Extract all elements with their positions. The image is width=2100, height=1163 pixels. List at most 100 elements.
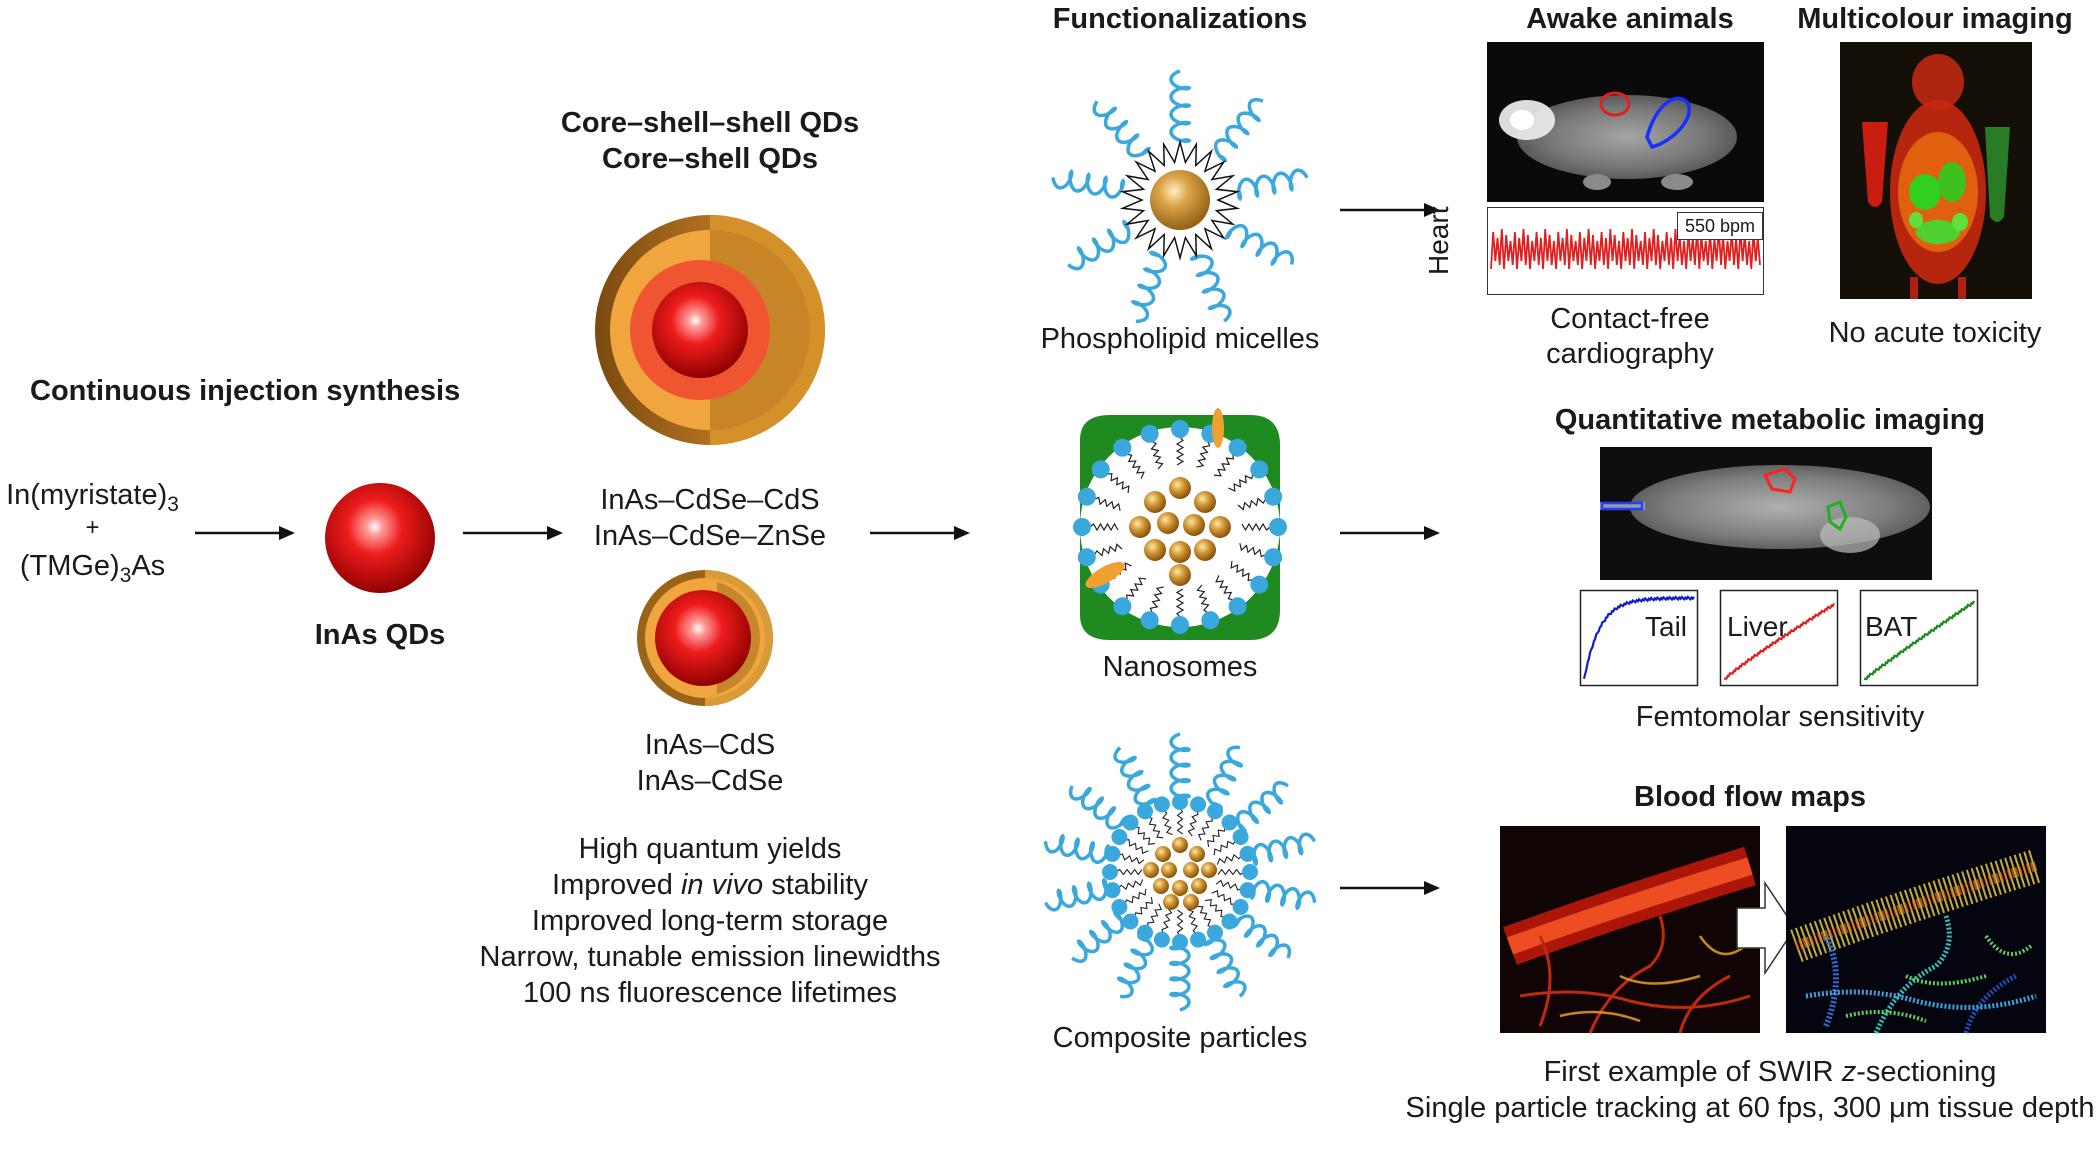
qd-core (1169, 477, 1191, 499)
core-shell-header: Core–shell QDs (602, 143, 818, 175)
lipid-head (1221, 814, 1238, 831)
qd-core (1172, 880, 1188, 896)
lipid-head (1171, 616, 1189, 634)
qd-core (1183, 862, 1199, 878)
core-shell-shell-header: Core–shell–shell QDs (560, 107, 860, 139)
lipid-head (1239, 845, 1256, 862)
micelles-label: Phospholipid micelles (1040, 323, 1320, 355)
qd-core (1183, 894, 1199, 910)
lipid-tail (1147, 903, 1163, 928)
lipid-head (1232, 899, 1249, 915)
peg-coil (1130, 250, 1168, 323)
nanosome-illustration (1073, 408, 1287, 640)
lipid-tail (1207, 826, 1226, 847)
peg-coil (1051, 168, 1126, 199)
curve-frame (1579, 589, 1699, 687)
lipid-head (1228, 597, 1247, 616)
lipid-tail (1150, 440, 1164, 470)
lipid-tail (1196, 905, 1213, 928)
lipid-head (1242, 864, 1258, 880)
lipid-tail (1196, 584, 1210, 614)
lipid-tail (1118, 853, 1145, 865)
lipid-head (1264, 548, 1283, 567)
qd-core (1189, 846, 1205, 862)
lipid-head (1113, 438, 1132, 457)
qd-core (1194, 491, 1216, 513)
qd-core (1169, 564, 1191, 586)
css-composition-1: InAs–CdSe–CdS (600, 484, 820, 516)
plus-sign: + (85, 514, 100, 541)
cs-composition-1: InAs–CdS (644, 729, 776, 761)
vasculature-image (1500, 826, 1760, 1034)
property-storage: Improved long-term storage (531, 905, 889, 937)
lipid-head (1201, 611, 1220, 630)
core-shell-qd-illustration (637, 570, 773, 706)
lipid-head (1091, 460, 1110, 479)
peg-coil (1231, 914, 1292, 959)
arrow-qd-to-shells (463, 526, 563, 540)
peg-coil (1205, 745, 1244, 810)
peg-coil (1236, 168, 1309, 202)
arrow-shells-to-functionalizations (870, 526, 970, 540)
peg-coil (1169, 69, 1192, 143)
property-stability: Improved in vivo stability (552, 869, 868, 901)
heartbeat-line (1490, 228, 1761, 270)
lipid-tail (1147, 816, 1164, 839)
peg-coil (1189, 253, 1232, 323)
qd-core (1144, 539, 1166, 561)
curve-label-tail: Tail (1645, 611, 1688, 642)
peg-coil (1169, 732, 1192, 799)
lipid-tail (1187, 810, 1199, 837)
lipid-head (1077, 548, 1096, 567)
lipid-tail (1149, 586, 1164, 613)
reagent-indium-myristate: In(myristate)3 (6, 479, 179, 517)
flow-map-image (1786, 826, 2046, 1034)
nanosome-interior (1080, 427, 1280, 627)
lipid-tail (1175, 436, 1185, 466)
multicolour-mouse-image (1840, 42, 2032, 299)
qd-core (1155, 846, 1171, 862)
particle-tracking-label: Single particle tracking at 60 fps, 300 … (1405, 1092, 2095, 1124)
lipid-head (1104, 845, 1121, 862)
qd-core (1144, 491, 1166, 513)
qd-core (1194, 539, 1216, 561)
lipid-head (1250, 575, 1269, 594)
arrow-micelle-to-awake (1340, 203, 1440, 217)
lipid-tail (1205, 899, 1226, 918)
lipid-head (1171, 420, 1189, 438)
peg-coil (1043, 833, 1111, 864)
lipid-head (1140, 424, 1159, 443)
lipid-tail (1241, 522, 1271, 532)
blood-flow-header: Blood flow maps (1634, 781, 1866, 813)
arrow-composite-to-bloodflow (1340, 881, 1440, 895)
peg-coil (1068, 785, 1129, 830)
property-linewidths: Narrow, tunable emission linewidths (479, 941, 941, 973)
peg-coil (1113, 746, 1158, 806)
peg-coil (1249, 880, 1317, 911)
reagent-tmge-arsenide: (TMGe)3As (19, 550, 166, 588)
lipid-tail (1094, 496, 1121, 511)
property-quantum-yields: High quantum yields (578, 833, 842, 865)
liver-uptake-curve (1719, 589, 1839, 687)
lipid-head (1228, 438, 1247, 457)
lipid-tail (1237, 497, 1267, 511)
lipid-head (1190, 931, 1207, 948)
peg-coil (1213, 97, 1264, 163)
bpm-badge: 550 bpm (1677, 212, 1763, 240)
lipid-tail (1216, 854, 1243, 865)
inas-qd-sphere (325, 483, 435, 593)
lipid-head (1269, 518, 1287, 536)
lipid-tail (1134, 826, 1155, 845)
cs-composition-2: InAs–CdSe (636, 765, 784, 797)
lipid-tail (1124, 888, 1147, 905)
lipid-tail (1134, 897, 1153, 918)
lipid-tail (1215, 879, 1242, 891)
peg-coil (1043, 877, 1108, 912)
lipid-head (1264, 487, 1283, 506)
nanosomes-label: Nanosomes (1102, 651, 1258, 683)
curve-label-liver: Liver (1727, 611, 1788, 642)
lipid-head (1250, 460, 1269, 479)
lipid-tail (1197, 816, 1213, 841)
metabolic-mouse-image (1600, 447, 1932, 580)
lipid-head (1207, 803, 1223, 820)
